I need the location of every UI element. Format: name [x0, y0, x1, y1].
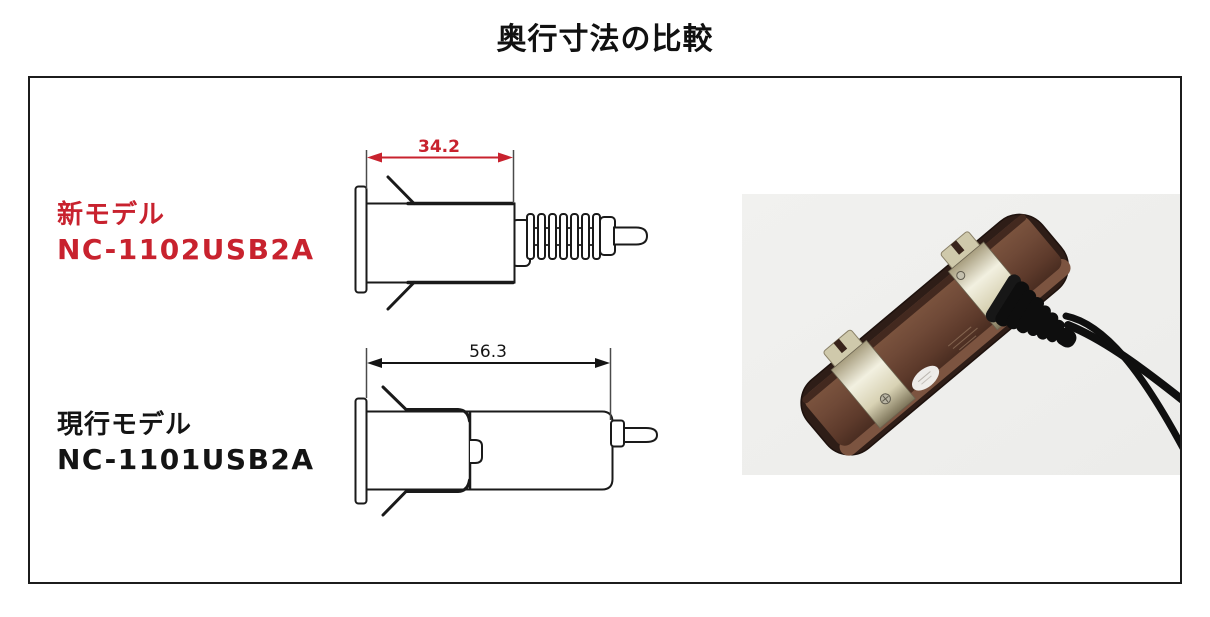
new-model-name: 新モデル	[57, 200, 166, 230]
photo-strain-relief	[985, 274, 1077, 348]
screw-icon	[956, 271, 966, 281]
arrowhead-left-icon	[367, 152, 382, 163]
new-model-drawing	[354, 175, 649, 311]
mount-flange	[354, 397, 368, 505]
oval-label	[911, 365, 940, 391]
photo-cables	[1062, 312, 1180, 450]
strain-relief-ribs	[526, 213, 601, 260]
current-model-dimension: 56.3	[365, 342, 612, 420]
current-model-name: 現行モデル	[57, 410, 193, 440]
product-photo	[742, 194, 1180, 475]
cable-pin	[623, 427, 659, 443]
boot-end-cap	[599, 216, 616, 256]
new-model-label-block: 新モデル NC-1102USB2A	[57, 199, 315, 268]
spring-clips	[381, 385, 471, 517]
arrowhead-left-icon	[367, 358, 382, 368]
device-body	[365, 410, 614, 491]
new-model-depth-value: 34.2	[418, 137, 460, 157]
mount-flange	[354, 185, 368, 294]
current-model-label-block: 現行モデル NC-1101USB2A	[57, 409, 315, 478]
current-model-drawing	[354, 385, 659, 517]
jack-step	[610, 419, 625, 448]
metal-clip-left	[823, 329, 916, 429]
spring-clips	[386, 175, 515, 311]
new-model-dimension: 34.2	[365, 137, 515, 203]
arrowhead-right-icon	[498, 152, 513, 163]
current-model-depth-value: 56.3	[469, 342, 507, 362]
current-model-code: NC-1101USB2A	[57, 443, 315, 477]
cable-pin	[613, 226, 649, 246]
new-model-code: NC-1102USB2A	[57, 233, 315, 267]
device-body	[365, 202, 516, 284]
page-title: 奥行寸法の比較	[496, 22, 714, 57]
engraved-markings	[947, 326, 978, 351]
latch-tab	[470, 439, 483, 464]
arrowhead-right-icon	[595, 358, 610, 368]
